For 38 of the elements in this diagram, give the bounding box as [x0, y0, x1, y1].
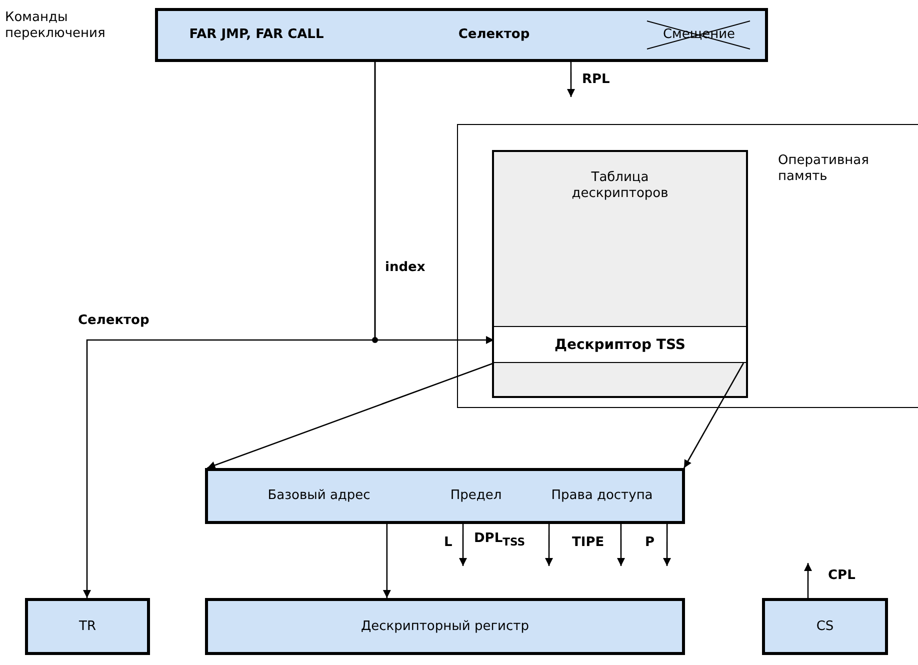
- field-label: Дескрипторный регистр: [360, 618, 530, 634]
- edge-label: RPL: [582, 72, 610, 88]
- edge-label: index: [385, 260, 426, 276]
- arrow: [804, 563, 812, 598]
- field-label: Селектор: [457, 27, 531, 43]
- field-label: TR: [78, 618, 97, 634]
- register-box: [762, 598, 888, 655]
- arrow: [83, 62, 376, 598]
- field-label: CS: [815, 618, 835, 634]
- arrow: [382, 524, 391, 598]
- memory-label: Оперативная память: [778, 153, 870, 185]
- base-address-field: [205, 468, 431, 524]
- descriptor-row: [494, 326, 746, 363]
- instruction-field: [155, 8, 356, 62]
- field-label: Базовый адрес: [266, 488, 372, 504]
- register-box: [205, 598, 685, 655]
- table-title: Таблица дескрипторов: [570, 170, 670, 202]
- row-label: Дескриптор TSS: [554, 336, 686, 352]
- access-rights-field: [522, 468, 685, 524]
- arrow: [459, 524, 467, 566]
- arrow: [207, 362, 494, 469]
- field-label: Права доступа: [550, 488, 654, 504]
- memory-box: [457, 124, 918, 408]
- edge-label: CPL: [828, 568, 856, 584]
- descriptor-table: [492, 150, 748, 398]
- edge-label: TIPE: [572, 535, 604, 551]
- register-box: [25, 598, 150, 655]
- arrow: [663, 524, 672, 566]
- edge-label: Селектор: [78, 313, 150, 329]
- edge-label: DPL$_{TSS}$: [474, 531, 526, 551]
- arrow: [545, 524, 553, 566]
- edge-label: P: [645, 535, 655, 551]
- edge-label: L: [444, 535, 452, 551]
- arrow: [617, 524, 625, 566]
- side-label: Команды переключения: [5, 10, 106, 42]
- arrow: [567, 62, 575, 97]
- field-label: Предел: [449, 488, 503, 504]
- field-label: FAR JMP, FAR CALL: [188, 27, 325, 43]
